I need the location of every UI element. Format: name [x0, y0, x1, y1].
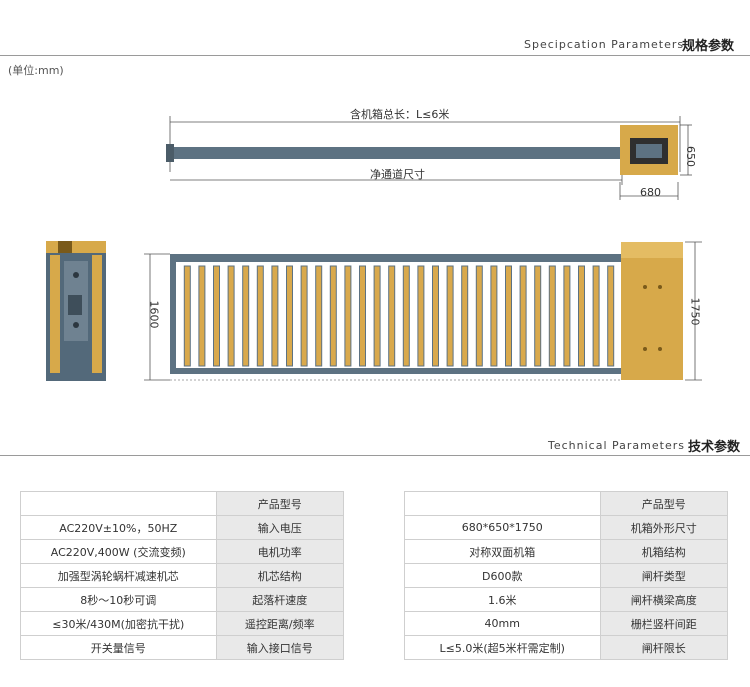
- fence-bar: [432, 265, 439, 367]
- total-length-label: 含机箱总长：L≤6米: [350, 108, 450, 121]
- table-row: 1.6米闸杆横梁高度: [404, 587, 728, 612]
- fence-bar: [607, 265, 615, 367]
- fence-bar: [213, 265, 220, 367]
- table-row: 产品型号: [404, 491, 728, 516]
- fence-bar: [417, 265, 425, 367]
- gate-height-label: 1600: [147, 300, 161, 329]
- fence-bar: [271, 265, 279, 367]
- fence-bar: [519, 265, 527, 367]
- table-row: D600款闸杆类型: [404, 563, 728, 588]
- spec-key: 起落杆速度: [215, 587, 345, 612]
- spec-value: L≤5.0米(超5米杆需定制): [404, 635, 601, 660]
- spec-key: 产品型号: [599, 491, 728, 516]
- spec-key: 机箱结构: [599, 539, 728, 564]
- spec-value: 40mm: [404, 611, 601, 636]
- table-row: 加强型涡轮蜗杆减速机芯机芯结构: [20, 563, 345, 588]
- fence-bar: [227, 265, 235, 367]
- spec-key: 闸杆类型: [599, 563, 728, 588]
- fence-bar: [359, 265, 366, 367]
- fence-bar: [402, 265, 410, 367]
- top-view-diagram: [166, 116, 692, 200]
- front-view-diagram: [144, 241, 702, 381]
- spec-value: 开关量信号: [20, 635, 217, 660]
- spec-header-divider: [0, 55, 750, 56]
- spec-key: 遥控距离/频率: [215, 611, 345, 636]
- fence-bar: [475, 265, 483, 367]
- tech-header-divider: [0, 455, 750, 456]
- spec-key: 机箱外形尺寸: [599, 515, 728, 540]
- table-row: 对称双面机箱机箱结构: [404, 539, 728, 564]
- fence-bar: [388, 265, 396, 367]
- fence-bar: [242, 265, 250, 367]
- spec-value: 加强型涡轮蜗杆减速机芯: [20, 563, 217, 588]
- spec-key: 机芯结构: [215, 563, 345, 588]
- fence-bar: [563, 265, 571, 367]
- spec-key: 输入电压: [215, 515, 345, 540]
- table-row: L≤5.0米(超5米杆需定制)闸杆限长: [404, 635, 728, 660]
- fence-bar: [256, 265, 264, 367]
- spec-key: 闸杆限长: [599, 635, 728, 660]
- spec-key: 电机功率: [215, 539, 345, 564]
- fence-bar: [446, 265, 454, 367]
- fence-bar: [592, 265, 600, 367]
- spec-value: [20, 491, 217, 516]
- spec-key: 产品型号: [215, 491, 345, 516]
- spec-value: 680*650*1750: [404, 515, 601, 540]
- spec-value: [404, 491, 601, 516]
- fence-bar: [315, 265, 323, 367]
- spec-value: 1.6米: [404, 587, 601, 612]
- table-row: 产品型号: [20, 491, 345, 516]
- spec-section-subtitle: Specipcation Parameters: [524, 38, 685, 51]
- fence-bar: [344, 265, 352, 367]
- fence-bar: [578, 265, 585, 367]
- fence-bar: [286, 265, 293, 367]
- fence-bar: [198, 265, 206, 367]
- cabinet-width-label: 680: [640, 186, 661, 199]
- fence-bar: [461, 265, 469, 367]
- fence-bar: [329, 265, 337, 367]
- table-row: AC220V,400W (交流变频)电机功率: [20, 539, 345, 564]
- clear-width-label: 净通道尺寸: [370, 168, 425, 181]
- cabinet-height-label: 1750: [688, 297, 702, 326]
- spec-key: 闸杆横梁高度: [599, 587, 728, 612]
- fence-bar: [505, 265, 512, 367]
- table-row: 开关量信号输入接口信号: [20, 635, 345, 660]
- side-view-diagram: [46, 241, 106, 381]
- fence-bar: [373, 265, 381, 367]
- spec-key: 栅栏竖杆间距: [599, 611, 728, 636]
- spec-key: 输入接口信号: [215, 635, 345, 660]
- fence-bar: [183, 265, 191, 367]
- table-row: ≤30米/430M(加密抗干扰)遥控距离/频率: [20, 611, 345, 636]
- fence-bar: [534, 265, 542, 367]
- spec-value: ≤30米/430M(加密抗干扰): [20, 611, 217, 636]
- tech-section-title: 技术参数: [688, 440, 741, 455]
- unit-note: (单位:mm): [8, 64, 64, 77]
- fence-bar: [548, 265, 556, 367]
- cabinet-depth-label: 650: [684, 146, 697, 167]
- spec-value: 对称双面机箱: [404, 539, 601, 564]
- spec-section-title: 规格参数: [682, 39, 735, 54]
- tech-section-subtitle: Technical Parameters: [548, 439, 685, 452]
- spec-value: AC220V±10%，50HZ: [20, 515, 217, 540]
- table-row: 8秒～10秒可调起落杆速度: [20, 587, 345, 612]
- fence-bar: [300, 265, 308, 367]
- spec-value: AC220V,400W (交流变频): [20, 539, 217, 564]
- spec-value: 8秒～10秒可调: [20, 587, 217, 612]
- spec-value: D600款: [404, 563, 601, 588]
- fence-bar: [490, 265, 498, 367]
